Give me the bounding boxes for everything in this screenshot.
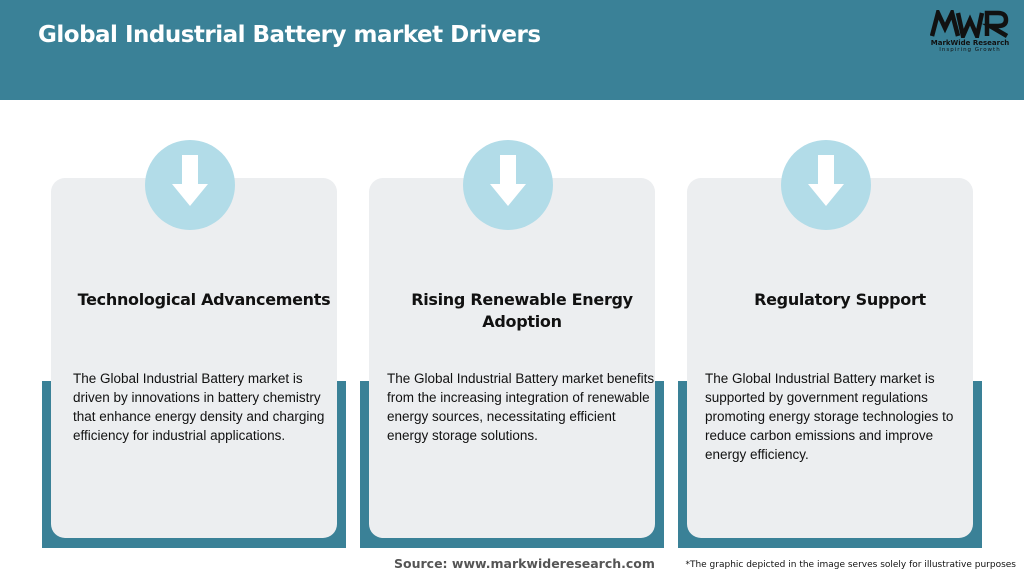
driver-column-2: Rising Renewable Energy Adoption The Glo… <box>360 140 664 548</box>
card-title: Technological Advancements <box>77 290 331 309</box>
card-title: Rising Renewable Energy Adoption <box>411 290 633 331</box>
disclaimer-note: *The graphic depicted in the image serve… <box>685 560 1016 570</box>
logo-tagline: Inspiring Growth <box>939 47 1001 53</box>
card-text: The Global Industrial Battery market is … <box>73 371 325 443</box>
driver-card: Technological Advancements The Global In… <box>51 178 337 538</box>
header-banner: Global Industrial Battery market Drivers… <box>0 0 1024 100</box>
driver-column-3: Regulatory Support The Global Industrial… <box>678 140 982 548</box>
source-credit: Source: www.markwideresearch.com <box>394 556 655 571</box>
logo-name: MarkWide Research <box>930 39 1010 47</box>
card-title: Regulatory Support <box>754 290 926 309</box>
driver-column-1: Technological Advancements The Global In… <box>42 140 346 548</box>
card-text: The Global Industrial Battery market is … <box>705 371 954 462</box>
mwr-logo-icon <box>930 10 1009 38</box>
arrow-down-icon <box>463 140 553 230</box>
arrow-down-icon <box>781 140 871 230</box>
driver-card: Rising Renewable Energy Adoption The Glo… <box>369 178 655 538</box>
brand-logo: MarkWide Research Inspiring Growth <box>922 10 1018 58</box>
card-text: The Global Industrial Battery market ben… <box>387 371 655 443</box>
driver-card: Regulatory Support The Global Industrial… <box>687 178 973 538</box>
page-title: Global Industrial Battery market Drivers <box>38 22 541 48</box>
arrow-down-icon <box>145 140 235 230</box>
